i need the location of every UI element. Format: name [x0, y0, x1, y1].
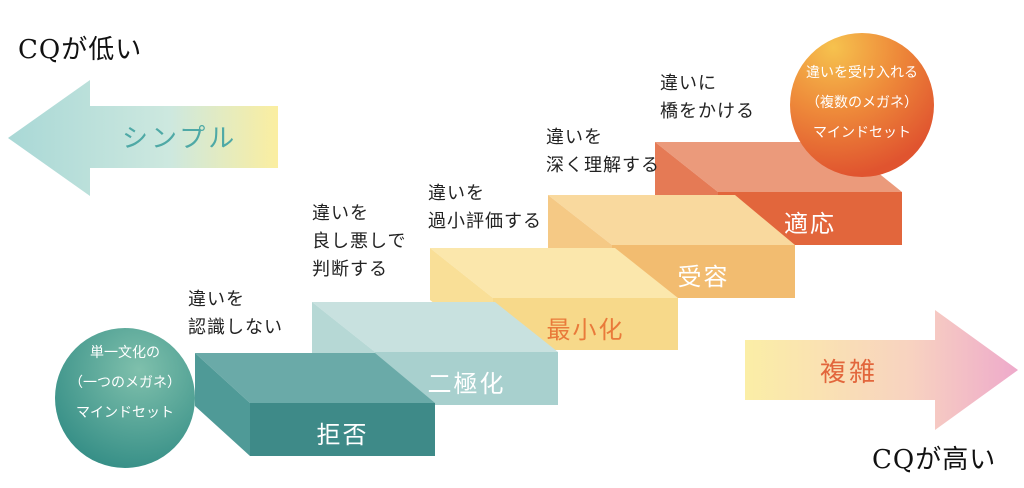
desc-line: 橋をかける: [660, 101, 755, 122]
desc-line: 違いを: [546, 127, 603, 148]
circle-left-line: マインドセット: [76, 405, 174, 421]
circle-multicultural: [790, 33, 934, 177]
desc-line: 良し悪しで: [312, 231, 407, 252]
circle-monocultural: [55, 328, 195, 468]
step-label-adapt: 適応: [784, 210, 836, 238]
circle-left-text: 単一文化の （一つのメガネ） マインドセット: [55, 338, 195, 428]
step-label-polarization: 二極化: [427, 370, 506, 398]
desc-line: 過小評価する: [428, 211, 542, 232]
step-desc-polarization: 違いを 良し悪しで 判断する: [312, 200, 406, 284]
desc-line: 違いを: [428, 183, 485, 204]
circle-right-text: 違いを受け入れる （複数のメガネ） マインドセット: [790, 58, 934, 148]
circle-right-line: 違いを受け入れる: [806, 65, 918, 81]
desc-line: 判断する: [312, 259, 388, 280]
step-desc-adapt: 違いに 橋をかける: [660, 70, 755, 126]
arrow-right-complex: [745, 310, 1018, 430]
step-label-acceptance: 受容: [677, 263, 730, 291]
circle-left-line: 単一文化の: [90, 345, 160, 361]
step-desc-denial: 違いを 認識しない: [188, 286, 283, 342]
arrow-right-label: 複雑: [820, 358, 879, 388]
arrow-left-simple: [8, 80, 278, 196]
step-label-minimization: 最小化: [546, 316, 625, 344]
step-block-denial: [195, 353, 435, 456]
step-desc-acceptance: 違いを 深く理解する: [546, 124, 660, 180]
desc-line: 違いを: [312, 203, 369, 224]
circle-right-line: マインドセット: [813, 125, 911, 141]
step-label-denial: 拒否: [316, 421, 369, 449]
cq-low-label: CQが低い: [18, 35, 143, 65]
desc-line: 深く理解する: [546, 155, 660, 176]
desc-line: 認識しない: [188, 317, 283, 338]
desc-line: 違いに: [660, 73, 717, 94]
circle-left-line: （一つのメガネ）: [69, 375, 181, 391]
step-desc-minimization: 違いを 過小評価する: [428, 180, 542, 236]
arrow-left-label: シンプル: [122, 124, 238, 154]
cq-high-label: CQが高い: [872, 445, 997, 475]
desc-line: 違いを: [188, 289, 245, 310]
circle-right-line: （複数のメガネ）: [806, 95, 918, 111]
